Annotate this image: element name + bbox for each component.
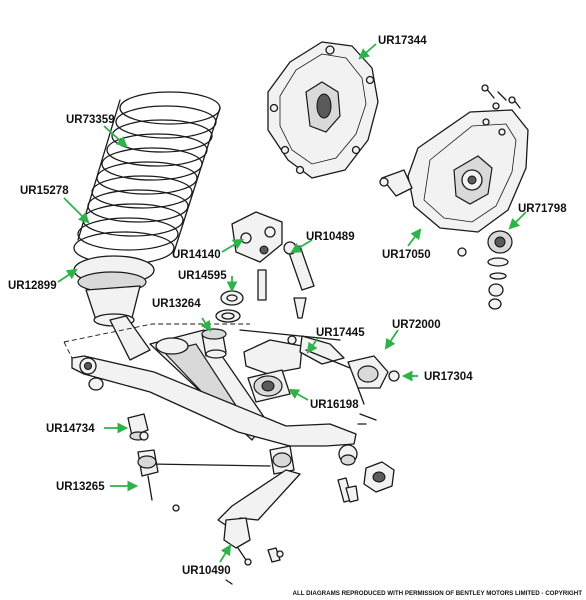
arrow-UR16198 — [288, 388, 309, 401]
brake-back-plate-drawing — [267, 41, 379, 179]
rod-end-drawing — [305, 349, 400, 421]
label-UR12899: UR12899 — [8, 280, 57, 292]
arrow-UR15278 — [63, 197, 90, 224]
callout-arrows — [57, 43, 527, 563]
label-UR14595: UR14595 — [178, 270, 227, 282]
upper-bracket-drawing — [231, 211, 315, 319]
part-labels: UR17344 UR73359 UR15278 UR12899 UR14140 … — [8, 35, 567, 577]
arrow-UR17445 — [306, 337, 319, 354]
arrow-UR73359 — [103, 125, 128, 148]
left-ball-joints-drawing — [127, 413, 180, 512]
label-UR72000: UR72000 — [392, 319, 441, 331]
label-UR13265: UR13265 — [56, 481, 105, 493]
lower-wishbone-drawing — [63, 323, 358, 529]
arrow-UR14140 — [221, 238, 244, 253]
arrow-UR12899 — [57, 268, 78, 283]
arrow-UR17050 — [407, 228, 422, 247]
upper-bush-drawing — [201, 328, 227, 359]
arrow-UR10490 — [219, 544, 232, 563]
arrow-UR17344 — [358, 43, 377, 60]
arrow-UR72000 — [384, 329, 399, 350]
label-UR10489: UR10489 — [306, 231, 355, 243]
washer-drawing — [215, 290, 244, 323]
lower-bush-drawing — [247, 369, 291, 403]
upper-link-drawing — [239, 329, 345, 375]
hub-carrier-drawing — [379, 84, 529, 257]
label-UR17344: UR17344 — [378, 35, 427, 47]
label-UR17050: UR17050 — [382, 249, 431, 261]
label-UR13264: UR13264 — [152, 298, 201, 310]
spring-pan-drawing — [73, 255, 155, 361]
label-UR73359: UR73359 — [66, 114, 115, 126]
label-UR10490: UR10490 — [182, 565, 231, 577]
arrow-UR10489 — [290, 239, 313, 254]
arrow-UR71798 — [508, 211, 527, 230]
label-UR14734: UR14734 — [46, 423, 95, 435]
hex-nut-drawing — [337, 461, 395, 503]
label-UR17445: UR17445 — [316, 327, 365, 339]
label-UR15278: UR15278 — [20, 185, 69, 197]
bush-stack-drawing — [487, 230, 513, 310]
line-art — [63, 41, 529, 585]
copyright-footer: ALL DIAGRAMS REPRODUCED WITH PERMISSION … — [293, 590, 583, 597]
lower-ball-joint-drawing — [223, 517, 284, 566]
label-UR17304: UR17304 — [424, 371, 473, 383]
coil-spring-drawing — [73, 91, 221, 265]
small-bolts-drawing — [225, 423, 367, 585]
label-UR14140: UR14140 — [172, 249, 221, 261]
arrow-UR13264 — [200, 317, 212, 332]
label-UR16198: UR16198 — [310, 399, 359, 411]
label-UR71798: UR71798 — [518, 203, 567, 215]
